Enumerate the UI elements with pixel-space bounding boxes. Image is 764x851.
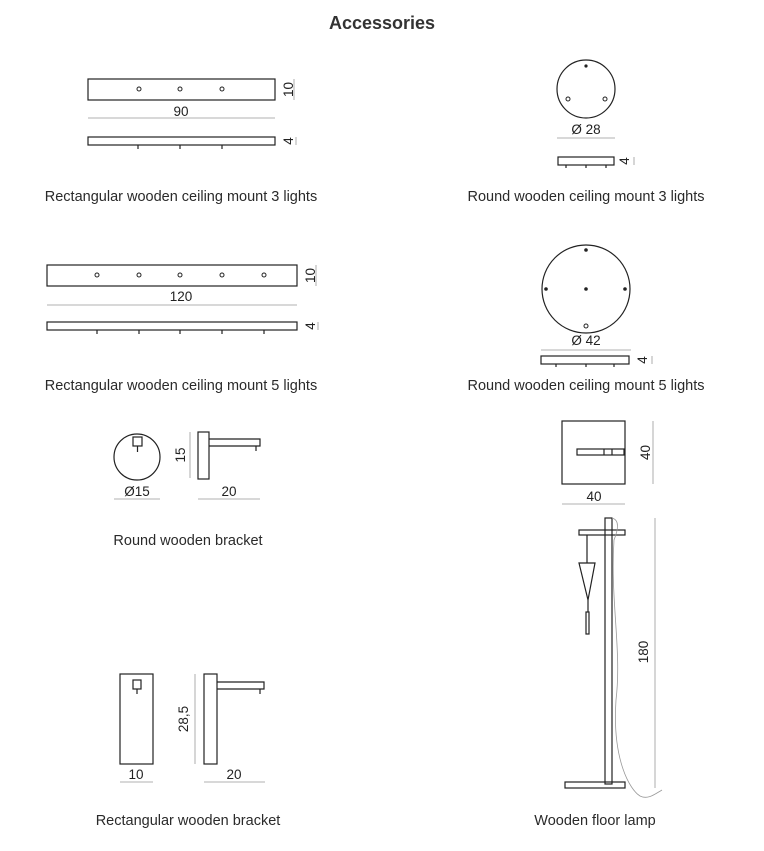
dim-length: 120 — [170, 289, 193, 304]
caption-round-mount-5: Round wooden ceiling mount 5 lights — [467, 378, 705, 394]
caption-rect-mount-5: Rectangular wooden ceiling mount 5 light… — [44, 378, 318, 394]
caption-floor-lamp: Wooden floor lamp — [534, 813, 656, 829]
round-mount-3-drawing: Ø 28 4 — [556, 59, 635, 168]
dim-width: 40 — [586, 489, 601, 504]
dim-total-height: 180 — [636, 641, 651, 664]
dim-height: 10 — [281, 82, 296, 97]
rect-mount-3-drawing: 10 90 4 — [87, 78, 297, 149]
dim-height: 15 — [173, 447, 188, 462]
round-bracket-drawing: Ø15 15 20 — [113, 431, 261, 500]
dim-depth: 20 — [221, 484, 236, 499]
rect-bracket-drawing: 10 28,5 20 — [119, 673, 265, 783]
dim-depth: 20 — [226, 767, 241, 782]
round-mount-5-drawing: Ø 42 4 — [540, 244, 653, 367]
dim-height: 40 — [638, 445, 653, 460]
dim-thickness: 4 — [281, 137, 296, 145]
dim-height: 10 — [303, 268, 318, 283]
floor-lamp-drawing: 40 40 180 — [561, 420, 663, 798]
dim-width: 10 — [128, 767, 143, 782]
dim-thickness: 4 — [635, 356, 650, 364]
dim-height: 28,5 — [176, 706, 191, 732]
caption-rect-mount-3: Rectangular wooden ceiling mount 3 light… — [44, 189, 318, 205]
caption-round-bracket: Round wooden bracket — [113, 533, 263, 549]
dim-length: 90 — [173, 104, 188, 119]
dim-thickness: 4 — [617, 157, 632, 165]
dim-diameter: Ø 28 — [571, 122, 600, 137]
page-title: Accessories — [328, 13, 436, 33]
rect-mount-5-drawing: 10 120 4 — [46, 264, 319, 334]
dim-diameter: Ø 42 — [571, 333, 600, 348]
dim-diameter: Ø15 — [124, 484, 150, 499]
caption-round-mount-3: Round wooden ceiling mount 3 lights — [467, 189, 705, 205]
caption-rect-bracket: Rectangular wooden bracket — [95, 813, 281, 829]
dim-thickness: 4 — [303, 322, 318, 330]
